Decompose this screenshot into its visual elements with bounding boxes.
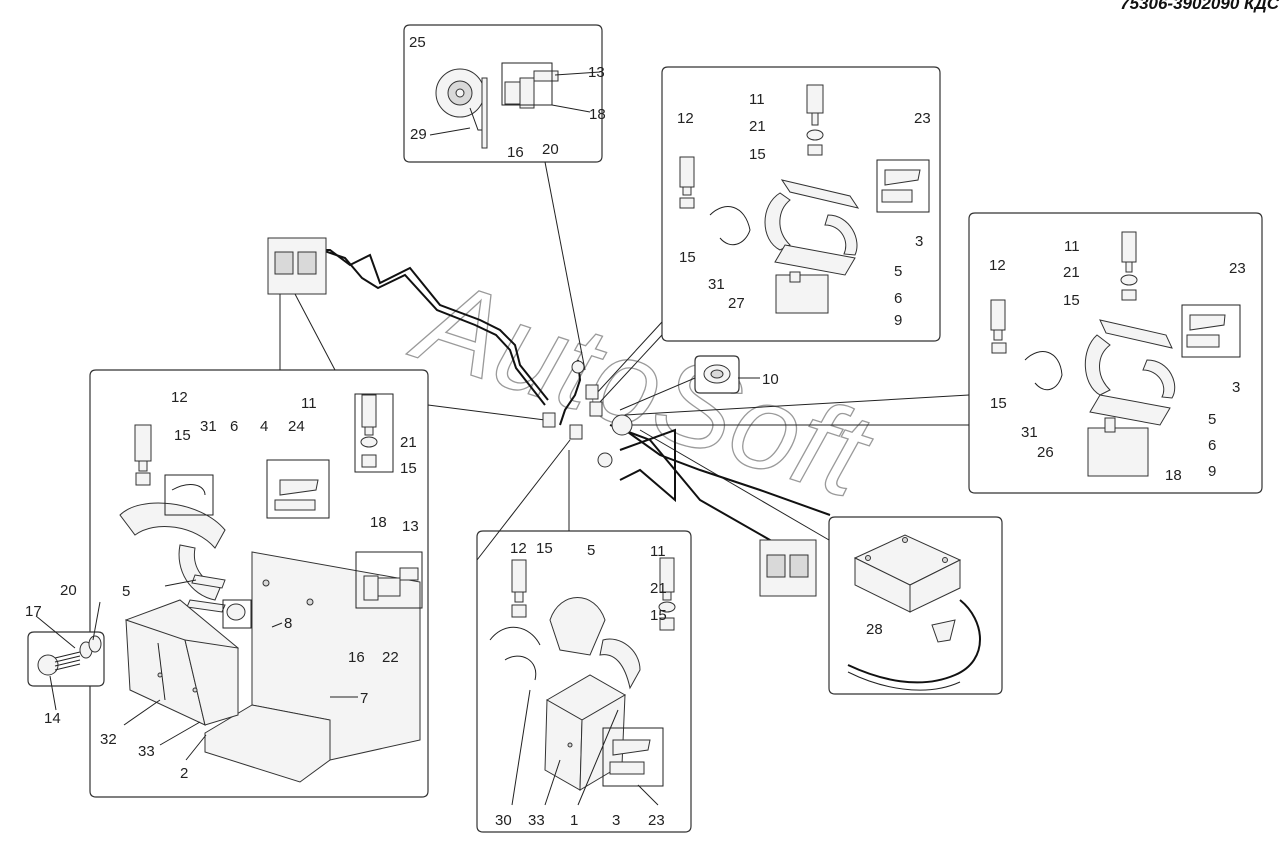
callout: 18 [1165, 467, 1182, 484]
right-panel [968, 212, 1263, 494]
callout: 15 [174, 427, 191, 444]
callout: 12 [510, 540, 527, 557]
callout: 5 [587, 542, 595, 559]
callout: 23 [648, 812, 665, 829]
battery-box-assembly [37, 393, 423, 783]
callout: 31 [200, 418, 217, 435]
callout: 11 [650, 543, 666, 560]
callout: 11 [749, 91, 765, 108]
callout: 21 [749, 118, 766, 135]
callout: 2 [180, 765, 188, 782]
callout: 16 [507, 144, 524, 161]
callout: 11 [1064, 238, 1080, 255]
bracket-assembly-2 [990, 231, 1241, 477]
callout: 1 [570, 812, 578, 829]
callout: 21 [1063, 264, 1080, 281]
callout: 10 [762, 371, 779, 388]
callout: 5 [122, 583, 130, 600]
callout: 24 [288, 418, 305, 435]
horn-assembly [435, 62, 559, 149]
callout: 15 [679, 249, 696, 266]
callout: 12 [677, 110, 694, 127]
callout: 9 [894, 312, 902, 329]
top-right-panel [661, 66, 941, 342]
callout: 4 [260, 418, 268, 435]
callout: 5 [1208, 411, 1216, 428]
callout: 13 [588, 64, 605, 81]
callout: 5 [894, 263, 902, 280]
junction-box-assembly [847, 534, 981, 691]
callout: 3 [1232, 379, 1240, 396]
callout: 6 [894, 290, 902, 307]
bottom-right-callouts: 28 [866, 621, 883, 638]
top-right-callouts: 11 12 21 23 15 15 3 5 31 27 6 9 [677, 91, 931, 329]
callout: 28 [866, 621, 883, 638]
callout: 8 [284, 615, 292, 632]
callout: 30 [495, 812, 512, 829]
bottom-panel-callouts: 12 15 5 11 21 15 30 33 1 3 23 [495, 540, 667, 829]
harness-hub [542, 360, 633, 468]
center-callouts: 10 [762, 371, 779, 388]
callout: 20 [542, 141, 559, 158]
callout: 14 [44, 710, 61, 727]
callout: 13 [402, 518, 419, 535]
callout-leaders [35, 71, 760, 806]
callout: 9 [1208, 463, 1216, 480]
rear-lamp-left [267, 237, 327, 295]
callout: 33 [138, 743, 155, 760]
panel-leaders [279, 161, 970, 561]
horn-callouts: 25 13 18 29 16 20 [409, 34, 606, 161]
callout: 11 [301, 395, 317, 412]
callout: 31 [1021, 424, 1038, 441]
callout: 25 [409, 34, 426, 51]
bracket-assembly-1 [679, 84, 930, 314]
left-panel-callouts: 12 11 31 15 6 4 24 21 15 18 13 5 8 16 22… [25, 389, 419, 782]
callout: 33 [528, 812, 545, 829]
callout: 15 [400, 460, 417, 477]
callout: 22 [382, 649, 399, 666]
callout: 15 [536, 540, 553, 557]
callout: 15 [650, 607, 667, 624]
callout: 3 [612, 812, 620, 829]
callout: 7 [360, 690, 368, 707]
callout: 15 [749, 146, 766, 163]
callout: 18 [589, 106, 606, 123]
callout: 27 [728, 295, 745, 312]
callout: 18 [370, 514, 387, 531]
rear-lamp-right [759, 539, 817, 597]
callout: 17 [25, 603, 42, 620]
battery-mount-assembly [489, 557, 676, 791]
callout: 29 [410, 126, 427, 143]
callout: 32 [100, 731, 117, 748]
washer-10 [703, 364, 731, 384]
callout: 21 [650, 580, 667, 597]
callout: 3 [915, 233, 923, 250]
callout: 12 [989, 257, 1006, 274]
callout: 31 [708, 276, 725, 293]
callout: 21 [400, 434, 417, 451]
callout: 26 [1037, 444, 1054, 461]
callout: 20 [60, 582, 77, 599]
callout: 6 [1208, 437, 1216, 454]
callout: 15 [990, 395, 1007, 412]
callout: 23 [914, 110, 931, 127]
callout: 15 [1063, 292, 1080, 309]
callout: 23 [1229, 260, 1246, 277]
horn-panel [403, 24, 603, 163]
callout: 6 [230, 418, 238, 435]
document-number: 75306-3902090 КДС [1120, 0, 1279, 13]
right-panel-callouts: 11 12 21 23 15 15 3 5 31 26 6 9 18 [989, 238, 1246, 484]
callout: 12 [171, 389, 188, 406]
callout: 16 [348, 649, 365, 666]
